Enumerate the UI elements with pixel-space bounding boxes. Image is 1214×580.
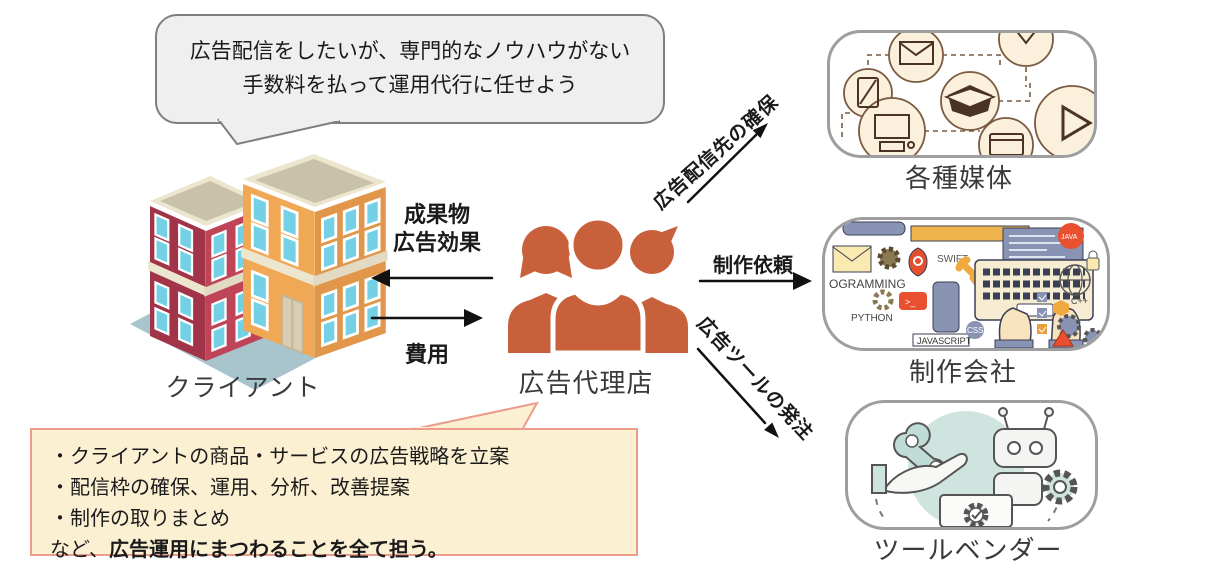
cpp-label: C++ bbox=[1071, 296, 1088, 306]
media-illustration bbox=[841, 33, 1094, 155]
media-label: 各種媒体 bbox=[904, 163, 1013, 193]
callout-line4: など、広告運用にまつわることを全て担う。 bbox=[50, 539, 448, 561]
speech-bubble-tail bbox=[217, 118, 341, 146]
java-label: JAVA bbox=[1061, 234, 1078, 241]
tool-arrow bbox=[696, 347, 767, 425]
tool-vendor-illustration bbox=[871, 407, 1078, 527]
production-flow-label: 制作依頼 bbox=[713, 255, 793, 277]
browser-icon bbox=[978, 117, 1034, 155]
hand-wrench-icon bbox=[871, 422, 968, 494]
agency-label: 広告代理店 bbox=[518, 368, 654, 398]
mail-icon bbox=[832, 245, 872, 273]
terminal-icon bbox=[899, 292, 927, 310]
client-speech-bubble: 広告配信をしたいが、専門的なノウハウがない 手数料を払って運用代行に任せよう bbox=[155, 14, 665, 124]
media-box bbox=[827, 30, 1097, 158]
checkbox-icons bbox=[1037, 292, 1047, 334]
gear-icon bbox=[877, 246, 901, 270]
shield-icon bbox=[908, 247, 928, 277]
warning-icon bbox=[1052, 329, 1074, 347]
speech-bubble-line1: 広告配信をしたいが、専門的なノウハウがない bbox=[189, 40, 631, 64]
callout-line3: ・制作の取りまとめ bbox=[50, 508, 230, 530]
speech-bubble-line2: 手数料を払って運用代行に任せよう bbox=[242, 74, 578, 97]
tool-vendor-label: ツールベンダー bbox=[873, 535, 1063, 565]
deliverable-label: 成果物 広告効果 bbox=[392, 202, 481, 255]
download-icon bbox=[998, 33, 1054, 67]
orange-building bbox=[241, 154, 388, 358]
play-icon bbox=[1034, 85, 1094, 155]
media-arrow bbox=[686, 133, 758, 204]
mail-icon bbox=[888, 33, 944, 83]
swift-label: SWIFT bbox=[937, 254, 968, 265]
callout-tail bbox=[409, 401, 539, 432]
production-label: 制作会社 bbox=[908, 357, 1017, 387]
lock-icon bbox=[1086, 257, 1100, 271]
callout-emphasis: 広告運用にまつわることを全て担う。 bbox=[109, 539, 448, 561]
agency-people-icon bbox=[508, 215, 688, 353]
desktop-icon bbox=[858, 97, 926, 155]
tool-vendor-box bbox=[845, 400, 1098, 530]
programming-label: OGRAMMING bbox=[829, 277, 906, 291]
fee-label: 費用 bbox=[404, 342, 449, 367]
client-buildings-illustration bbox=[130, 154, 388, 390]
production-box: SWIFT OGRAMMING >_ PYTHON JAVASCRIPT CSS… bbox=[822, 217, 1110, 351]
laptop-gear-icon bbox=[939, 494, 1013, 527]
agency-role-callout: ・クライアントの商品・サービスの広告戦略を立案 ・配信枠の確保、運用、分析、改善… bbox=[30, 428, 638, 561]
svg-text:>_: >_ bbox=[905, 297, 916, 307]
phone-icon bbox=[932, 281, 960, 333]
python-label: PYTHON bbox=[851, 313, 893, 324]
css-label: CSS bbox=[967, 326, 983, 335]
callout-line1: ・クライアントの商品・サービスの広告戦略を立案 bbox=[50, 446, 510, 468]
javascript-label: JAVASCRIPT bbox=[917, 336, 972, 346]
client-label: クライアント bbox=[165, 374, 321, 402]
robot-icon bbox=[993, 407, 1057, 506]
java-icon bbox=[1058, 223, 1084, 249]
production-illustration: SWIFT OGRAMMING >_ PYTHON JAVASCRIPT CSS… bbox=[829, 221, 1103, 348]
callout-line2: ・配信枠の確保、運用、分析、改善提案 bbox=[50, 477, 410, 499]
